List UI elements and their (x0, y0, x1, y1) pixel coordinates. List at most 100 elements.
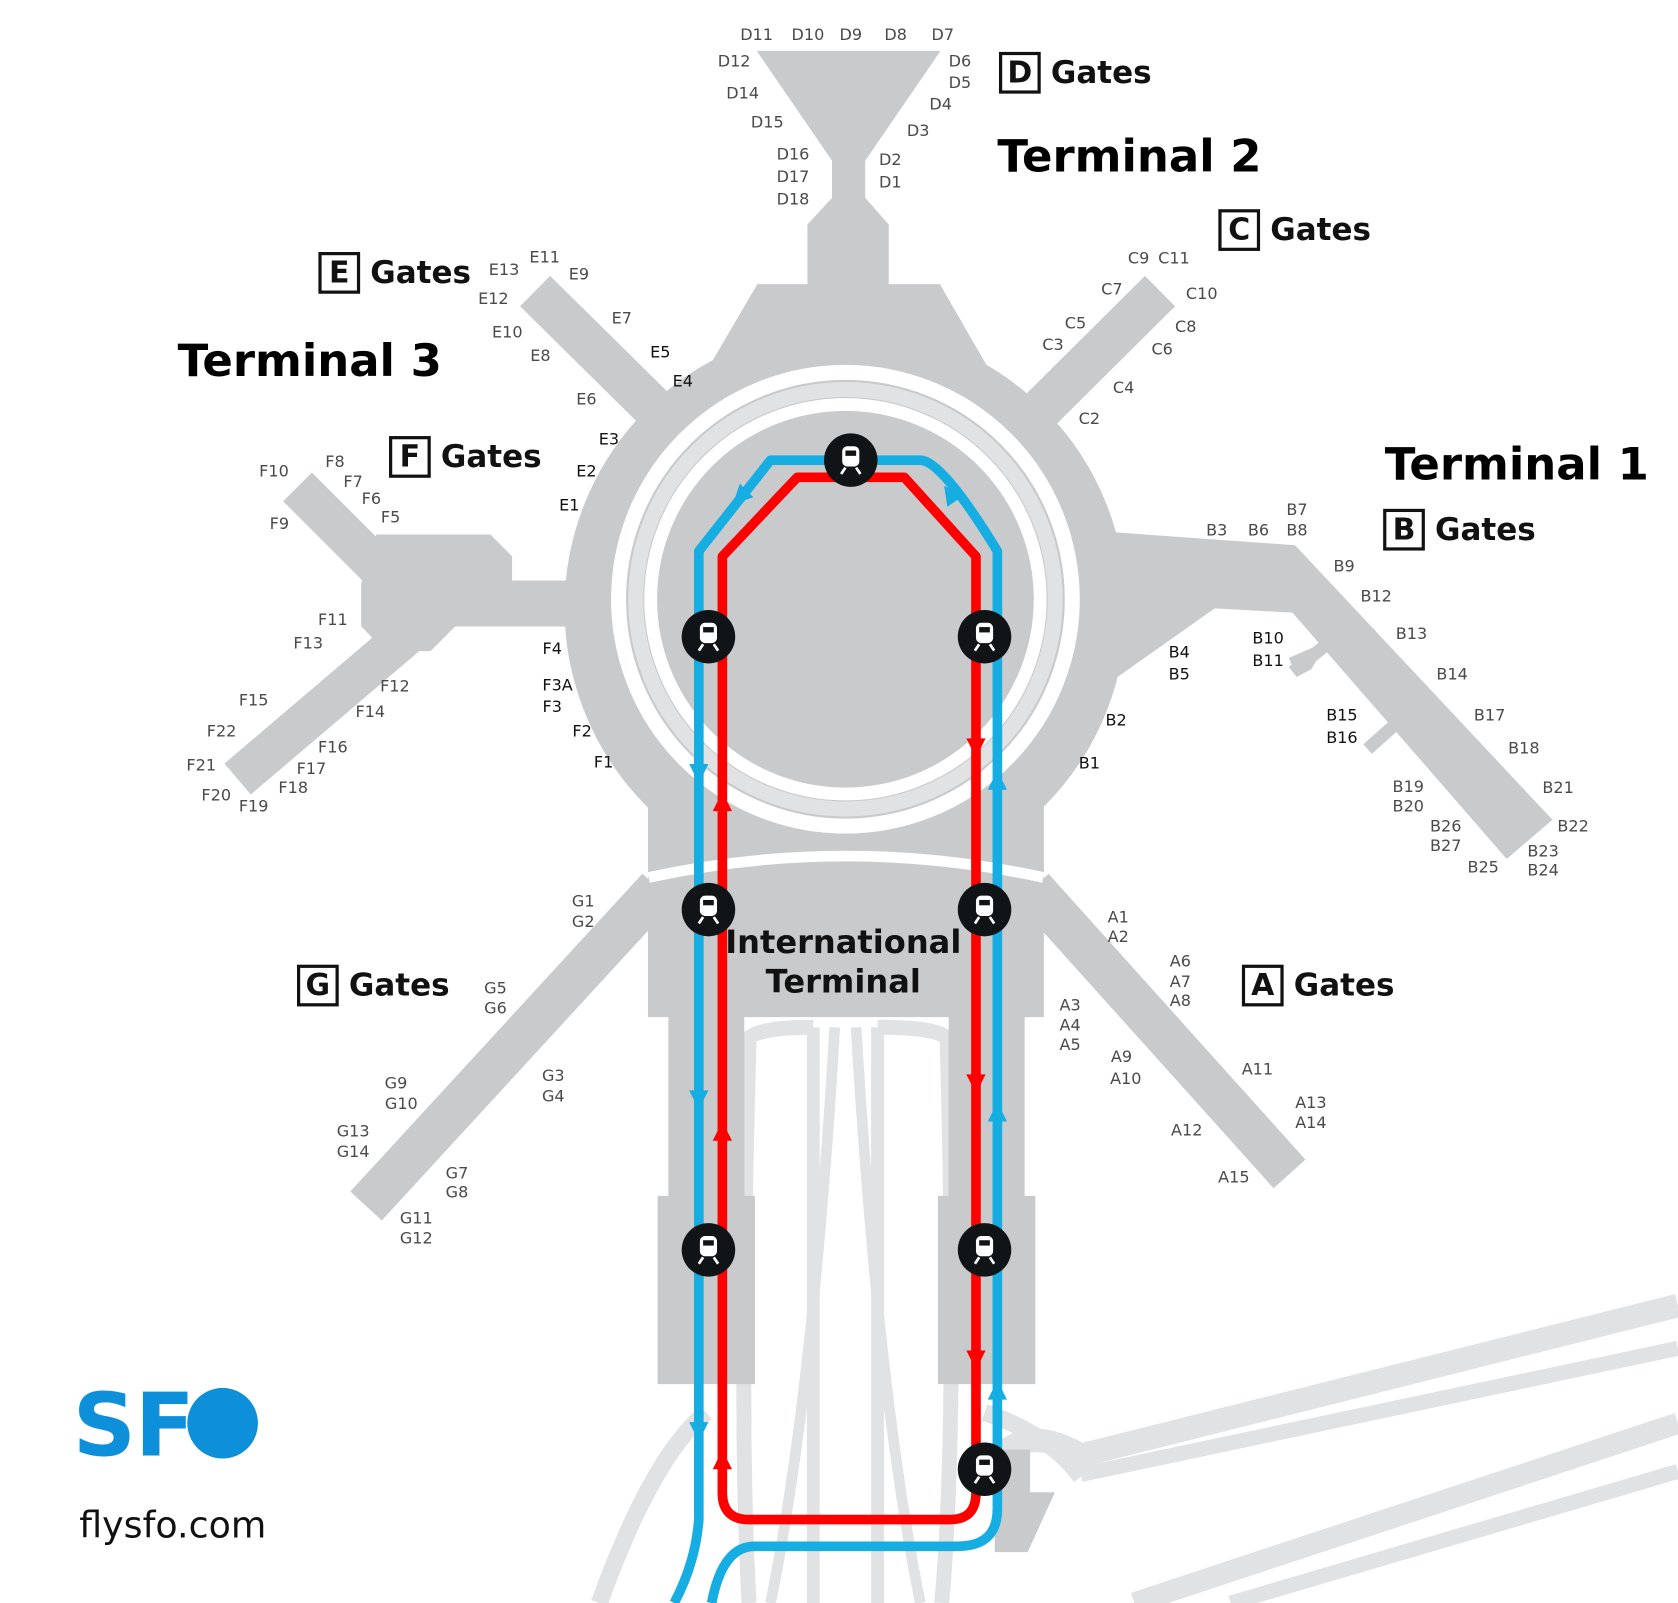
logo-letter-f: F (135, 1374, 195, 1476)
gate-label-f1: F1 (594, 752, 613, 771)
gate-label-c6: C6 (1151, 339, 1172, 358)
website-link[interactable]: flysfo.com (79, 1504, 266, 1547)
gate-label-g8: G8 (446, 1183, 469, 1202)
gate-label-f15: F15 (239, 690, 269, 709)
gate-label-g13: G13 (337, 1122, 370, 1141)
airtrain-station-3[interactable] (957, 609, 1012, 664)
logo-letter-s: S (73, 1374, 136, 1476)
gate-label-d5: D5 (949, 73, 972, 92)
gate-label-b13: B13 (1396, 624, 1427, 643)
international-terminal-label-2: Terminal (766, 962, 921, 1000)
gate-label-d9: D9 (839, 25, 862, 44)
airtrain-station-4[interactable] (681, 882, 736, 937)
gate-label-f9: F9 (270, 514, 289, 533)
airtrain-station-5[interactable] (957, 882, 1012, 937)
terminal-1-label: Terminal 1 (1385, 438, 1649, 491)
train-icon (840, 446, 862, 475)
gate-label-a8: A8 (1170, 991, 1191, 1010)
gate-label-e9: E9 (569, 265, 589, 284)
gate-letter: D (1007, 55, 1032, 90)
direction-arrow-icon (966, 1074, 986, 1094)
gate-label-c4: C4 (1113, 378, 1134, 397)
gate-label-d6: D6 (949, 52, 972, 71)
direction-arrow-icon (987, 1102, 1008, 1122)
direction-arrow-icon (966, 1350, 986, 1370)
gate-letter-box (389, 436, 431, 478)
gate-letter-box (318, 252, 361, 294)
direction-arrow-icon (987, 1380, 1008, 1400)
gate-letter: G (306, 968, 331, 1003)
gate-label-b17: B17 (1474, 705, 1505, 724)
airtrain-red-line (717, 472, 981, 1525)
gate-label-e10: E10 (492, 322, 523, 341)
gate-label-e2: E2 (576, 461, 596, 480)
airtrain-station-2[interactable] (681, 609, 736, 664)
gate-label-f17: F17 (297, 759, 327, 778)
gate-label-a9: A9 (1111, 1047, 1132, 1066)
gate-label-d17: D17 (777, 167, 810, 186)
gate-label-b9: B9 (1333, 557, 1354, 576)
gate-label-b23: B23 (1527, 841, 1558, 860)
train-icon (973, 622, 996, 652)
gate-label-b21: B21 (1542, 778, 1573, 797)
gate-label-c10: C10 (1186, 284, 1218, 303)
gate-label-b22: B22 (1557, 817, 1588, 836)
gate-label-e7: E7 (612, 308, 632, 327)
gate-label-e8: E8 (530, 346, 550, 365)
airtrain-station-1[interactable] (824, 433, 878, 487)
gate-label-b4: B4 (1169, 642, 1190, 661)
direction-arrow-icon (712, 1449, 732, 1470)
sfo-logo: S F (73, 1374, 258, 1476)
gate-area-label: Gates (370, 255, 471, 291)
gate-label-f5: F5 (381, 507, 400, 526)
gate-letter-box (296, 964, 339, 1007)
direction-arrow-icon (689, 1090, 709, 1110)
gate-area-d-header: D Gates (998, 51, 1152, 94)
train-icon (973, 1455, 996, 1484)
gate-label-e11: E11 (529, 247, 560, 266)
train-icon (973, 895, 996, 925)
gate-letter: A (1251, 968, 1275, 1003)
gate-label-f21: F21 (186, 756, 216, 775)
direction-arrow-icon (944, 485, 964, 507)
airtrain-station-8[interactable] (957, 1442, 1012, 1496)
airtrain-stations (681, 433, 1012, 1496)
gate-label-f19: F19 (239, 796, 269, 815)
gate-label-g11: G11 (400, 1208, 433, 1227)
direction-arrow-icon (966, 738, 986, 758)
direction-arrow-icon (712, 791, 732, 812)
gate-label-e13: E13 (489, 260, 520, 279)
gate-label-g9: G9 (385, 1074, 408, 1093)
gate-label-a12: A12 (1171, 1121, 1202, 1140)
gate-area-label: Gates (1051, 55, 1152, 91)
airtrain-lines (669, 455, 1003, 1603)
airtrain-station-6[interactable] (681, 1223, 736, 1277)
gate-label-b24: B24 (1527, 861, 1558, 880)
airtrain-station-7[interactable] (957, 1223, 1012, 1277)
gate-label-d3: D3 (907, 121, 930, 140)
direction-arrow-icon (712, 1121, 732, 1141)
gate-label-e5: E5 (650, 343, 670, 362)
airtrain-blue-line (669, 455, 1003, 1603)
gate-label-e3: E3 (599, 429, 619, 448)
gate-label-b10: B10 (1252, 628, 1283, 647)
terminal-2-label: Terminal 2 (997, 129, 1261, 182)
pier-g (350, 873, 674, 1221)
gate-label-e4: E4 (673, 372, 693, 391)
gate-label-f7: F7 (343, 472, 362, 491)
gate-area-label: Gates (349, 968, 450, 1004)
gate-label-a2: A2 (1108, 927, 1129, 946)
gate-label-d15: D15 (751, 113, 784, 132)
gate-label-f16: F16 (318, 737, 348, 756)
direction-arrow-icon (689, 1422, 709, 1442)
direction-arrows (689, 483, 1008, 1470)
gate-label-a13: A13 (1295, 1093, 1326, 1112)
gate-letter: C (1228, 213, 1250, 248)
gate-label-g7: G7 (446, 1163, 469, 1182)
gate-label-b14: B14 (1436, 665, 1467, 684)
gate-area-g-header: G Gates (296, 964, 450, 1007)
gate-letter: F (400, 440, 420, 475)
